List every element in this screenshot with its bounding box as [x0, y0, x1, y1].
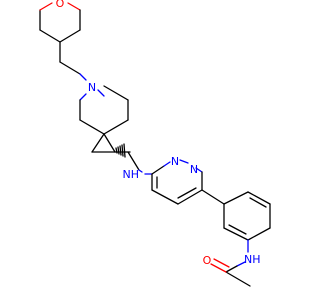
- bond: [223, 191, 249, 205]
- piperidine-ring: [79, 85, 129, 135]
- bond: [225, 271, 251, 287]
- bond: [79, 73, 87, 81]
- bond: [79, 119, 105, 135]
- bond: [163, 161, 171, 167]
- bond: [179, 159, 189, 164]
- hash-line: [121, 144, 124, 157]
- bond: [210, 263, 227, 273]
- bond: [67, 2, 81, 11]
- bond: [249, 197, 267, 208]
- bond: [201, 189, 225, 205]
- molecule-diagram: O N NH: [39, 0, 271, 287]
- bond: [247, 191, 271, 205]
- bond: [59, 29, 81, 43]
- bond: [79, 93, 87, 101]
- bond: [39, 29, 61, 43]
- bond: [177, 189, 203, 205]
- hash-line: [117, 146, 120, 155]
- bond: [127, 151, 140, 171]
- nh-amide-label: NH: [244, 253, 261, 266]
- tetrahydropyran-ring: [39, 2, 81, 43]
- bond: [103, 85, 129, 101]
- bond: [228, 224, 247, 235]
- benzene-ring: [223, 191, 271, 241]
- pyridazine-n2-label: N: [190, 163, 198, 176]
- hash-line: [123, 143, 126, 158]
- bond: [59, 61, 81, 75]
- bond: [138, 169, 143, 173]
- oxygen-label-pyran: O: [56, 0, 65, 10]
- bond: [247, 227, 271, 241]
- cyclopropane-ring: [91, 133, 116, 153]
- bond: [103, 119, 129, 135]
- pyridazine-ring: [151, 159, 203, 205]
- bond: [103, 133, 116, 153]
- bond: [91, 133, 105, 153]
- oxygen-label-carbonyl: O: [203, 254, 212, 267]
- bond: [223, 227, 249, 241]
- bond: [39, 2, 53, 11]
- bond: [177, 187, 197, 199]
- hash-line: [119, 145, 122, 156]
- nh-amine-label: NH: [123, 168, 140, 181]
- pyridazine-n1-label: N: [171, 155, 179, 168]
- bond: [236, 261, 246, 267]
- bond: [97, 89, 105, 97]
- bond: [195, 167, 203, 173]
- bond: [151, 165, 165, 175]
- bond: [213, 258, 230, 268]
- bond: [151, 189, 179, 205]
- nitrogen-label-spiro: N: [88, 81, 96, 94]
- hashed-stereo-bond: [115, 143, 126, 158]
- bond: [225, 265, 238, 273]
- structure-drawing: O N NH: [39, 0, 271, 287]
